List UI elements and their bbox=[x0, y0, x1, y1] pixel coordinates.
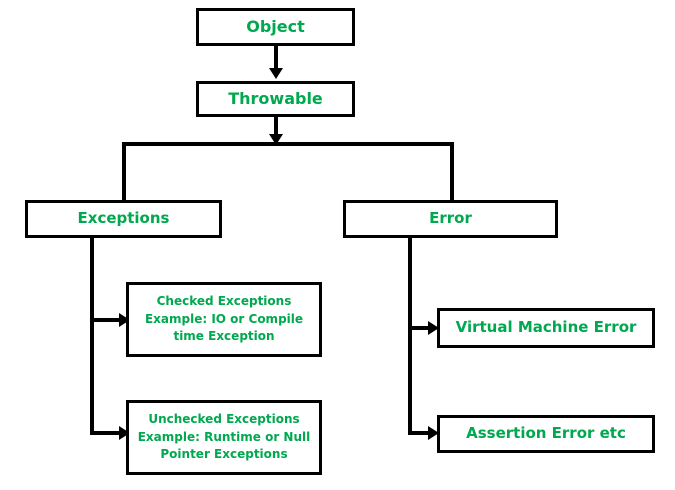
connector-branch-to-error bbox=[450, 142, 454, 202]
node-unchecked-exceptions-line-3: Pointer Exceptions bbox=[160, 447, 288, 462]
node-checked-exceptions-line-2: Example: IO or Compile bbox=[144, 311, 304, 326]
node-object-label: Object bbox=[246, 17, 305, 37]
connector-branch-to-exceptions bbox=[122, 142, 126, 202]
connector-error-to-virtual-machine-error bbox=[408, 326, 433, 330]
arrowhead-exceptions-to-checked bbox=[119, 313, 130, 327]
node-checked-exceptions-line-1: Checked Exceptions bbox=[156, 294, 292, 309]
node-exceptions: Exceptions bbox=[25, 200, 222, 238]
node-assertion-error: Assertion Error etc bbox=[437, 415, 655, 453]
connector-exceptions-to-checked bbox=[90, 318, 122, 322]
node-object: Object bbox=[196, 8, 355, 46]
arrowhead-object-to-throwable bbox=[269, 68, 283, 79]
connector-object-to-throwable bbox=[274, 46, 278, 75]
node-checked-exceptions-line-3: time Exception bbox=[173, 329, 275, 344]
node-virtual-machine-error: Virtual Machine Error bbox=[437, 308, 655, 348]
node-virtual-machine-error-label: Virtual Machine Error bbox=[455, 318, 637, 337]
node-error: Error bbox=[343, 200, 558, 238]
arrowhead-error-to-virtual-machine-error bbox=[428, 321, 439, 335]
node-checked-exceptions: Checked Exceptions Example: IO or Compil… bbox=[126, 282, 322, 357]
connector-error-to-assertion-error bbox=[408, 431, 433, 435]
arrowhead-error-to-assertion-error bbox=[428, 426, 439, 440]
connector-throwable-to-branch bbox=[274, 117, 278, 144]
connector-exceptions-to-unchecked bbox=[90, 431, 122, 435]
arrowhead-throwable-to-branch bbox=[269, 134, 283, 145]
node-error-label: Error bbox=[429, 209, 472, 228]
node-exceptions-label: Exceptions bbox=[77, 209, 170, 228]
node-throwable: Throwable bbox=[196, 81, 355, 117]
connector-exceptions-stem bbox=[90, 238, 94, 435]
node-unchecked-exceptions-line-2: Example: Runtime or Null bbox=[137, 429, 311, 444]
node-unchecked-exceptions: Unchecked Exceptions Example: Runtime or… bbox=[126, 400, 322, 475]
node-throwable-label: Throwable bbox=[228, 89, 323, 109]
connector-error-stem bbox=[408, 238, 412, 435]
connector-branch-bar bbox=[122, 142, 454, 146]
node-assertion-error-label: Assertion Error etc bbox=[466, 424, 626, 443]
node-unchecked-exceptions-line-1: Unchecked Exceptions bbox=[148, 412, 300, 427]
arrowhead-exceptions-to-unchecked bbox=[119, 426, 130, 440]
